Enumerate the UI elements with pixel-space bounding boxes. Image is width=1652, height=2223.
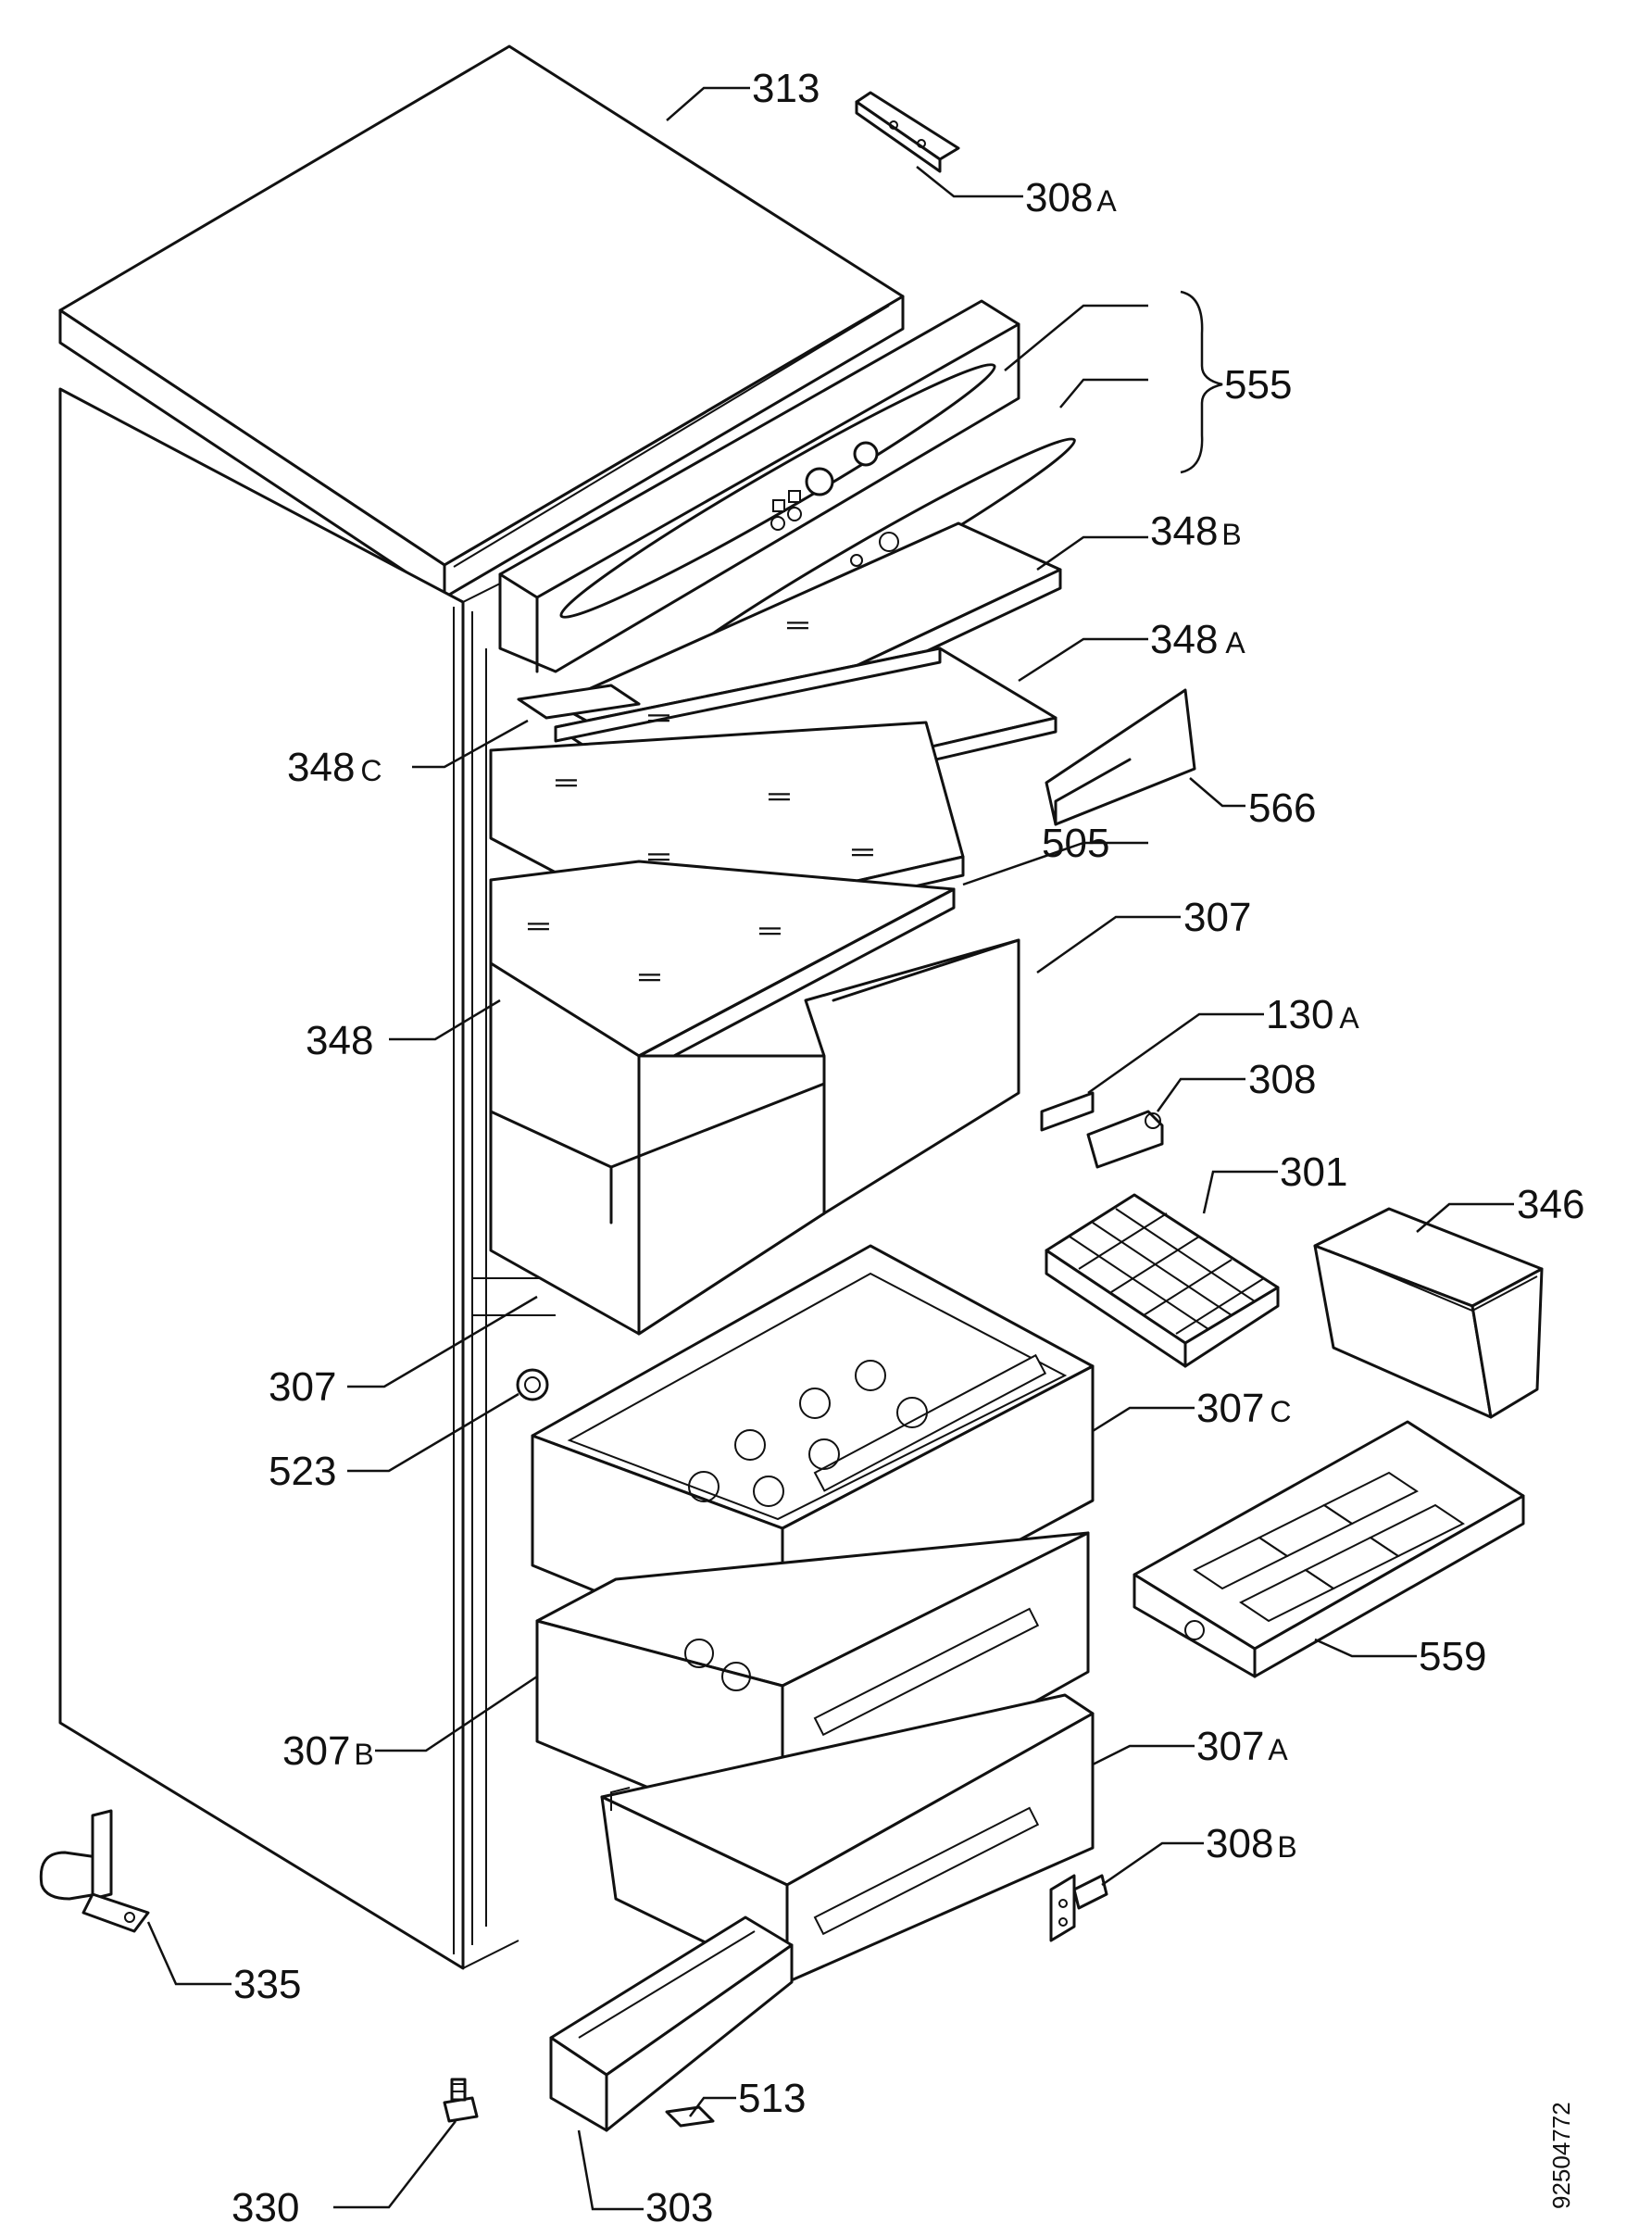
svg-text:═: ═ <box>638 960 660 993</box>
svg-text:═: ═ <box>786 608 808 641</box>
svg-text:346: 346 <box>1517 1182 1584 1227</box>
container-346 <box>1313 1207 1544 1419</box>
svg-text:═: ═ <box>527 909 549 942</box>
hinge-308a <box>855 91 960 173</box>
svg-text:523: 523 <box>269 1449 336 1494</box>
callout-301: 301 <box>1280 1149 1347 1195</box>
svg-text:303: 303 <box>645 2185 713 2223</box>
svg-text:559: 559 <box>1419 1634 1486 1679</box>
callout-308: 308 <box>1248 1057 1316 1102</box>
svg-text:═: ═ <box>851 835 873 868</box>
svg-text:313: 313 <box>752 66 820 111</box>
leader-lines <box>146 86 1514 2211</box>
svg-text:307: 307 <box>1183 895 1251 940</box>
svg-text:═: ═ <box>758 913 781 947</box>
upper-drawers <box>489 938 1020 1336</box>
svg-text:348: 348 <box>306 1018 373 1063</box>
callout-523: 523 <box>269 1449 336 1494</box>
thermostat-knob <box>805 467 834 496</box>
svg-text:335: 335 <box>233 1962 301 2007</box>
svg-text:307: 307 <box>269 1364 336 1410</box>
callout-346: 346 <box>1517 1182 1584 1227</box>
callout-505: 505 <box>1042 821 1109 866</box>
bulb-523 <box>516 1368 549 1401</box>
svg-text:308: 308 <box>1248 1057 1316 1102</box>
callout-348: 348 <box>306 1018 373 1063</box>
callout-559: 559 <box>1419 1634 1486 1679</box>
hinge-308b <box>1049 1874 1108 1942</box>
document-number: 92504772 <box>1547 2102 1575 2209</box>
svg-text:═: ═ <box>768 779 790 812</box>
shelf-348c <box>517 684 641 720</box>
ice-tray <box>1045 1193 1280 1368</box>
callout-555: 555 <box>1224 362 1292 408</box>
callout-303: 303 <box>645 2185 713 2223</box>
callout-307-left: 307 <box>269 1364 336 1410</box>
callout-330: 330 <box>232 2185 299 2223</box>
svg-text:330: 330 <box>232 2185 299 2223</box>
cabinet-body <box>58 44 905 1970</box>
ice-pack-559 <box>1133 1420 1525 1678</box>
svg-text:301: 301 <box>1280 1149 1347 1195</box>
svg-text:513: 513 <box>738 2076 806 2121</box>
callout-513: 513 <box>738 2076 806 2121</box>
cabinet-side-panel <box>58 387 465 1970</box>
part-566 <box>1045 688 1196 826</box>
callout-307-top: 307 <box>1183 895 1251 940</box>
svg-text:505: 505 <box>1042 821 1109 866</box>
svg-text:═: ═ <box>647 700 670 734</box>
brace-555 <box>1180 290 1223 474</box>
svg-text:555: 555 <box>1224 362 1292 408</box>
foot-330 <box>443 2078 479 2123</box>
svg-text:═: ═ <box>555 765 577 798</box>
part-130a <box>1040 1091 1095 1132</box>
callout-313: 313 <box>752 66 820 111</box>
bracket-335 <box>39 1809 150 1933</box>
kickplate-303 <box>549 1915 794 2132</box>
svg-text:566: 566 <box>1248 785 1316 831</box>
callout-335: 335 <box>233 1962 301 2007</box>
callout-566: 566 <box>1248 785 1316 831</box>
part-308 <box>1086 1110 1164 1169</box>
